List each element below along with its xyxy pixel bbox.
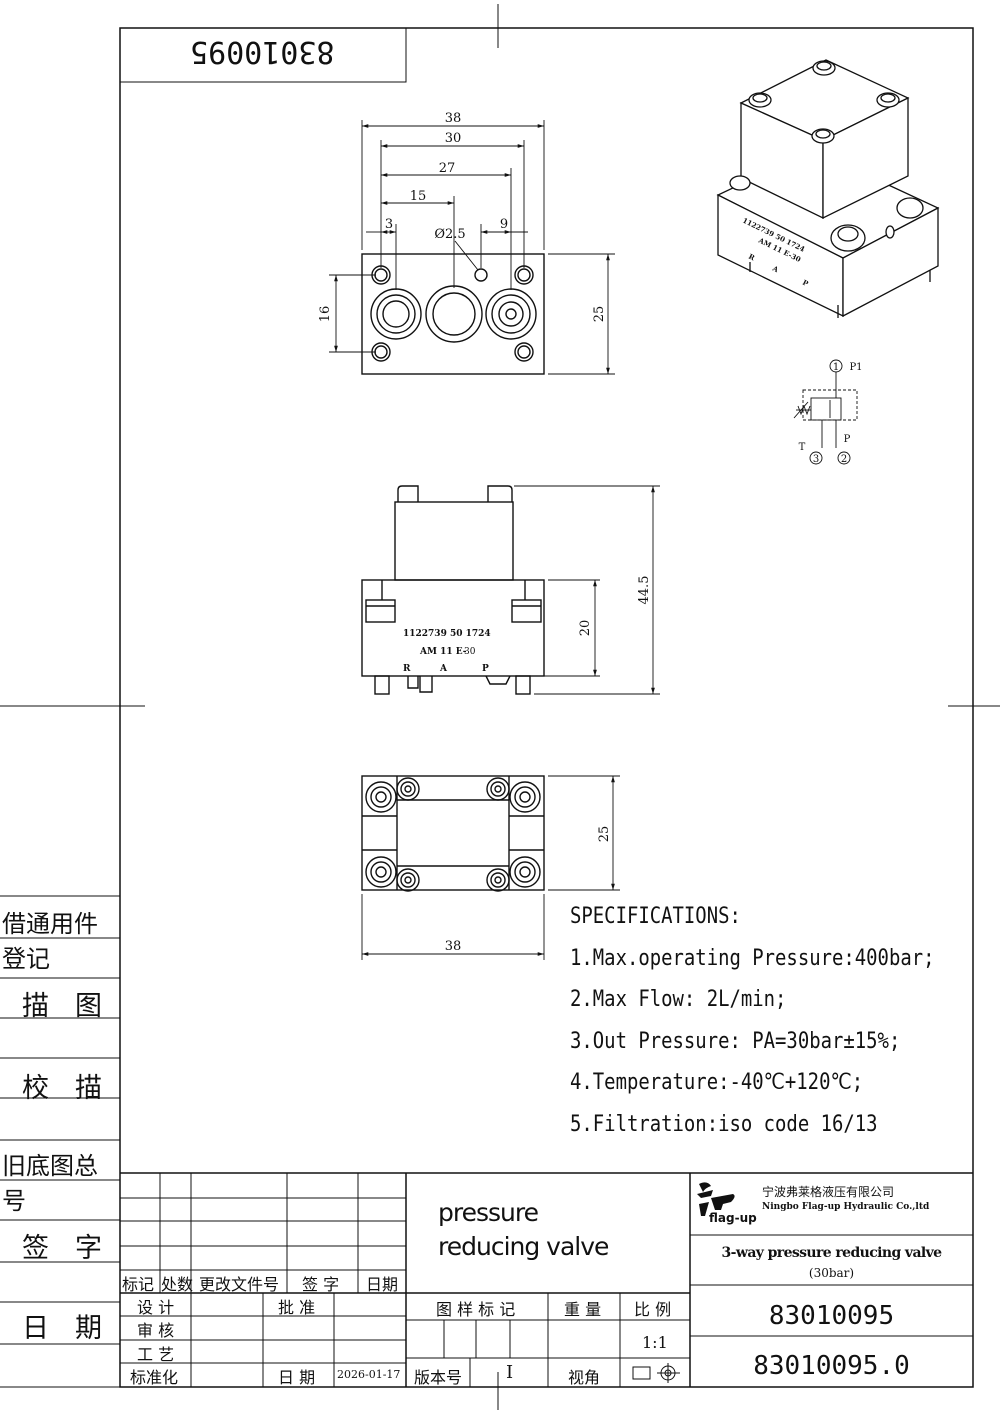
side-label-trace-check: 校描 xyxy=(22,1073,128,1104)
label-version: 版本号 xyxy=(414,1368,463,1387)
spec-item-5: 5.Filtration:iso code 16/13 xyxy=(570,1112,878,1137)
dim-27: 27 xyxy=(439,161,456,176)
engraving-port-p: P xyxy=(482,664,489,674)
schematic-t: T xyxy=(799,442,806,453)
label-sample-mark: 图 样 标 记 xyxy=(436,1300,516,1319)
product-description: 3-way pressure reducing valve xyxy=(721,1245,943,1261)
dim-20: 20 xyxy=(578,620,593,637)
header-count: 处数 xyxy=(161,1275,194,1294)
dim-15: 15 xyxy=(410,189,427,204)
role-approve: 批 准 xyxy=(278,1298,316,1317)
schematic-p: P xyxy=(844,434,851,445)
side-label-old-number: 旧底图总号 xyxy=(2,1152,98,1215)
dim-44-5: 44.5 xyxy=(637,576,652,605)
date-value: 2026-01-17 xyxy=(337,1368,401,1381)
role-process: 工 艺 xyxy=(137,1345,175,1364)
header-date: 日期 xyxy=(366,1275,399,1294)
schematic-port-2: 2 xyxy=(841,454,847,465)
dim-38-top: 38 xyxy=(445,111,462,126)
drawing-number-revision: 83010095.0 xyxy=(753,1351,910,1381)
role-design: 设 计 xyxy=(137,1298,175,1317)
spec-item-2: 2.Max Flow: 2L/min; xyxy=(570,987,787,1012)
dim-30: 30 xyxy=(445,131,462,146)
header-mark: 标记 xyxy=(122,1275,155,1294)
schematic-p1: P1 xyxy=(849,362,862,373)
dim-38-bottom: 38 xyxy=(445,939,462,954)
company-name-cn: 宁波弗莱格液压有限公司 xyxy=(762,1185,895,1199)
front-view xyxy=(361,485,545,695)
isometric-view xyxy=(716,59,940,318)
schematic-port-3: 3 xyxy=(813,454,819,465)
dim-9: 9 xyxy=(500,217,508,232)
logo-text: flag-up xyxy=(709,1211,757,1225)
role-date-label: 日 期 xyxy=(278,1368,316,1387)
company-name-en: Ningbo Flag-up Hydraulic Co.,ltd xyxy=(762,1202,930,1212)
engraving-port-a: A xyxy=(439,664,448,674)
role-standard: 标准化 xyxy=(130,1368,179,1387)
spec-item-4: 4.Temperature:-40℃+120℃; xyxy=(570,1070,864,1095)
spec-title: SPECIFICATIONS: xyxy=(570,904,741,929)
schematic-port-1: 1 xyxy=(833,362,839,373)
engraving-line1: 1122739 50 1724 xyxy=(403,629,491,639)
hydraulic-schematic xyxy=(793,359,858,465)
header-sign: 签 字 xyxy=(302,1275,340,1294)
flag-up-logo-icon xyxy=(697,1182,735,1216)
dim-hole: Ø2.5 xyxy=(434,227,465,242)
iso-port-p: P xyxy=(801,278,810,289)
iso-port-a: A xyxy=(770,263,780,274)
product-title: pressure reducing valve xyxy=(438,1198,609,1261)
header-change-doc: 更改文件号 xyxy=(199,1275,280,1294)
label-scale: 比 例 xyxy=(634,1300,672,1319)
dim-16: 16 xyxy=(318,306,333,323)
side-label-draw: 描图 xyxy=(22,991,128,1022)
side-label-signature: 签字 xyxy=(22,1233,128,1264)
role-review: 审 核 xyxy=(137,1321,175,1340)
version-value: I xyxy=(506,1362,514,1383)
dim-25-bottom: 25 xyxy=(597,826,612,843)
engraving-port-r: R xyxy=(403,664,411,674)
iso-port-r: R xyxy=(747,252,756,263)
side-label-date: 日期 xyxy=(22,1313,128,1344)
spec-item-3: 3.Out Pressure: PA=30bar±15%; xyxy=(570,1029,901,1054)
engraving-line2: AM 11 E- xyxy=(419,647,467,657)
spec-item-1: 1.Max.operating Pressure:400bar; xyxy=(570,946,935,971)
product-description-sub: (30bar) xyxy=(808,1266,855,1280)
bottom-view xyxy=(361,775,545,892)
label-weight: 重 量 xyxy=(564,1300,602,1319)
label-view: 视角 xyxy=(568,1368,601,1387)
engraving-pressure: 30 xyxy=(464,647,476,657)
drawing-number: 83010095 xyxy=(768,1301,895,1331)
dim-3: 3 xyxy=(385,217,393,232)
dim-25-top: 25 xyxy=(592,306,607,323)
side-label-borrow: 借通用件登记 xyxy=(2,910,98,973)
scale-value: 1:1 xyxy=(642,1333,668,1352)
